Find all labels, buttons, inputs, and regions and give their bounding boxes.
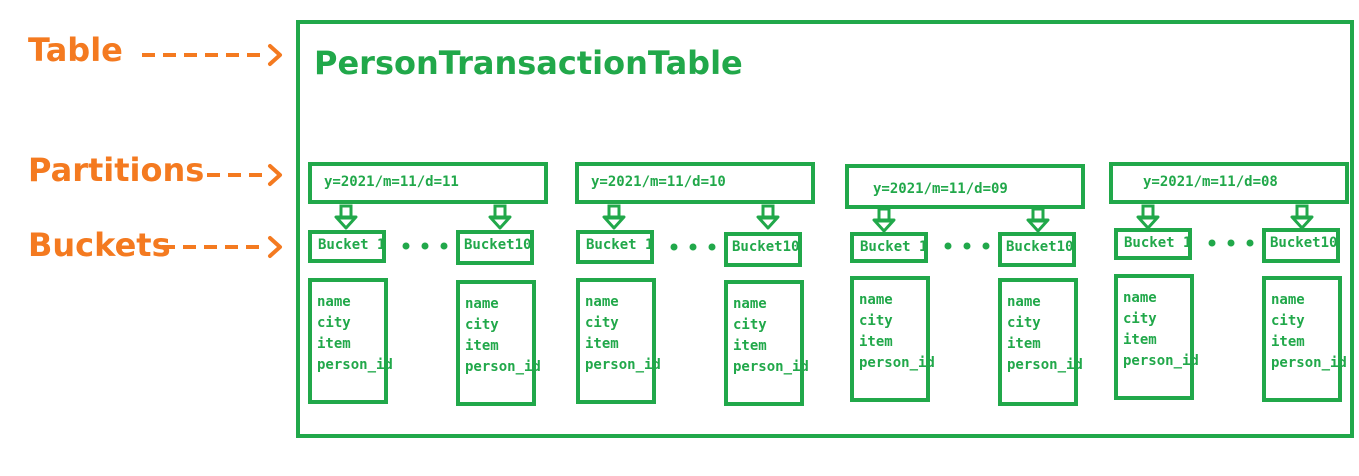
partitions-label: Partitions (28, 151, 205, 189)
down-arrow-icon (488, 204, 512, 230)
table-title: PersonTransactionTable (314, 44, 743, 82)
bucket-10-columns: name city item person_id (456, 280, 541, 406)
bucket-10-box: Bucket10 (998, 232, 1076, 267)
table-dashed-arrow (142, 44, 282, 66)
column-city: city (733, 317, 767, 333)
column-item: item (317, 336, 351, 352)
column-city: city (859, 313, 893, 329)
ellipsis-dots (944, 242, 990, 250)
column-name: name (733, 296, 767, 312)
column-city: city (465, 317, 499, 333)
table-box (296, 20, 1354, 438)
bucket-1-columns: name city item person_id (308, 278, 393, 404)
column-item: item (465, 338, 499, 354)
partitions-dashed-arrow (207, 164, 282, 186)
column-name: name (1123, 290, 1157, 306)
column-item: item (1123, 332, 1157, 348)
down-arrow-icon (756, 204, 780, 230)
partition-box: y=2021/m=11/d=09 (845, 164, 1085, 209)
column-name: name (317, 294, 351, 310)
column-item: item (585, 336, 619, 352)
buckets-dashed-arrow (162, 236, 282, 258)
down-arrow-icon (602, 204, 626, 230)
column-name: name (859, 292, 893, 308)
column-item: item (1271, 334, 1305, 350)
ellipsis-dots (1208, 239, 1254, 247)
column-item: item (859, 334, 893, 350)
bucket-1-box: Bucket 1 (850, 232, 928, 263)
bucket-10-box: Bucket10 (456, 230, 534, 265)
column-person-id: person_id (1007, 357, 1083, 373)
partition-box: y=2021/m=11/d=08 (1109, 162, 1349, 204)
down-arrow-icon (1026, 207, 1050, 233)
down-arrow-icon (872, 207, 896, 233)
column-name: name (1007, 294, 1041, 310)
column-city: city (317, 315, 351, 331)
column-person-id: person_id (733, 359, 809, 375)
bucket-10-box: Bucket10 (1262, 228, 1340, 263)
bucket-1-box: Bucket 1 (1114, 228, 1192, 260)
column-city: city (1123, 311, 1157, 327)
column-item: item (733, 338, 767, 354)
buckets-label: Buckets (28, 226, 171, 264)
column-city: city (1271, 313, 1305, 329)
column-person-id: person_id (1271, 355, 1347, 371)
column-city: city (1007, 315, 1041, 331)
column-item: item (1007, 336, 1041, 352)
column-name: name (465, 296, 499, 312)
bucket-1-box: Bucket 1 (576, 230, 654, 264)
bucket-1-box: Bucket 1 (308, 230, 386, 263)
down-arrow-icon (1136, 204, 1160, 230)
partition-box: y=2021/m=11/d=10 (575, 162, 815, 204)
bucket-10-columns: name city item person_id (1262, 276, 1347, 402)
down-arrow-icon (1290, 204, 1314, 230)
column-name: name (1271, 292, 1305, 308)
bucket-10-columns: name city item person_id (998, 278, 1083, 406)
ellipsis-dots (402, 242, 448, 250)
column-name: name (585, 294, 619, 310)
column-person-id: person_id (859, 355, 935, 371)
bucket-10-box: Bucket10 (724, 232, 802, 267)
column-person-id: person_id (317, 357, 393, 373)
bucket-1-columns: name city item person_id (576, 278, 661, 404)
table-label: Table (28, 31, 123, 69)
bucket-10-columns: name city item person_id (724, 280, 809, 406)
column-city: city (585, 315, 619, 331)
column-person-id: person_id (465, 359, 541, 375)
bucket-1-columns: name city item person_id (850, 276, 935, 402)
ellipsis-dots (670, 243, 716, 251)
partition-box: y=2021/m=11/d=11 (308, 162, 548, 204)
bucket-1-columns: name city item person_id (1114, 274, 1199, 400)
column-person-id: person_id (1123, 353, 1199, 369)
down-arrow-icon (334, 204, 358, 230)
column-person-id: person_id (585, 357, 661, 373)
